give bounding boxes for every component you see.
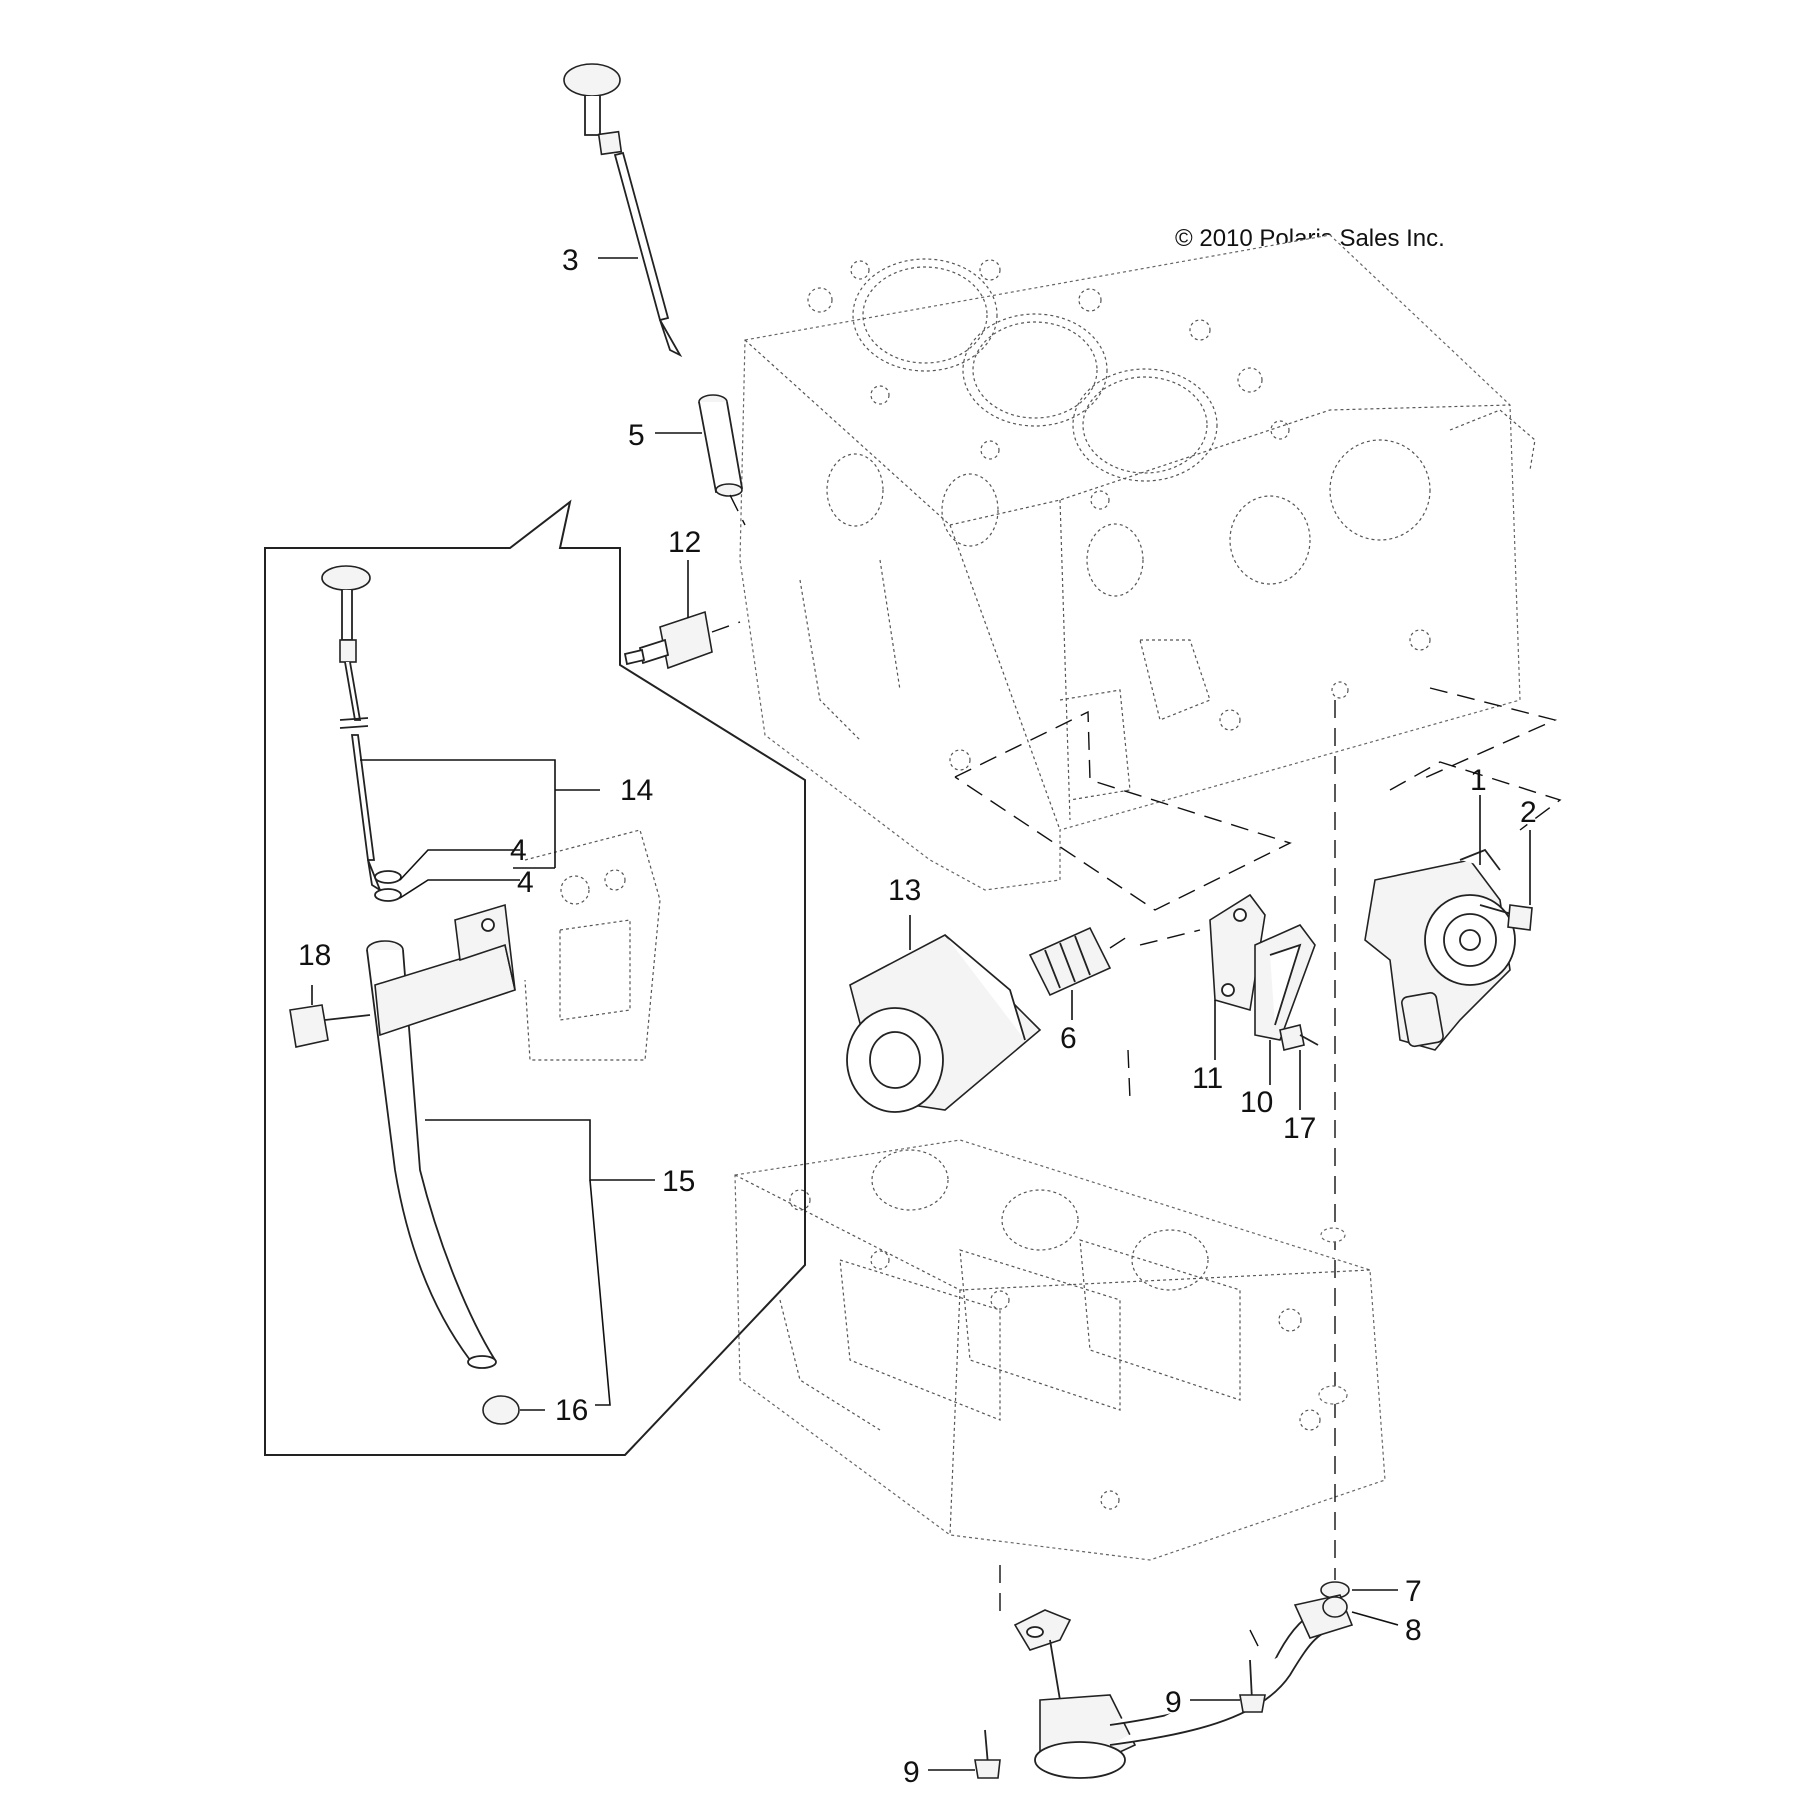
callout-11: 11 — [1192, 1062, 1223, 1095]
oil-strainer — [1013, 1594, 1354, 1779]
inset-block-detail — [524, 829, 661, 1061]
bolt-17 — [1279, 1024, 1319, 1051]
bolt-9-lower — [974, 1729, 1001, 1779]
oil-pressure-switch — [623, 610, 713, 670]
callout-18: 18 — [298, 939, 331, 972]
callout-13: 13 — [888, 874, 921, 907]
callout-16: 16 — [555, 1394, 588, 1427]
bolt-9-upper — [1239, 1659, 1266, 1713]
callout-1: 1 — [1470, 764, 1487, 797]
o-ring-4-lower — [374, 888, 402, 902]
callout-6: 6 — [1060, 1022, 1077, 1055]
callout-7: 7 — [1405, 1575, 1422, 1608]
dipstick-tube — [366, 903, 516, 1369]
callout-12: 12 — [668, 526, 701, 559]
leader-lines — [311, 257, 1531, 1771]
bolt-2 — [1479, 904, 1533, 931]
callout-10: 10 — [1240, 1086, 1273, 1119]
callout-8: 8 — [1405, 1614, 1422, 1647]
callout-9-upper: 9 — [1165, 1686, 1182, 1719]
callout-9-lower: 9 — [903, 1756, 920, 1789]
filter-nipple — [1028, 926, 1112, 997]
bolt-18 — [289, 1004, 371, 1048]
assembly-lines — [954, 687, 1562, 1651]
callout-14: 14 — [620, 774, 653, 807]
callout-labels: 3 5 12 14 4 4 18 15 16 13 6 11 10 17 1 2… — [298, 244, 1537, 1789]
dipstick-long — [321, 565, 382, 893]
o-ring-4-upper — [374, 870, 402, 884]
callout-3: 3 — [562, 244, 579, 277]
oil-filter — [846, 934, 1042, 1113]
callout-4-upper: 4 — [510, 834, 527, 867]
tube-cap — [482, 1395, 520, 1425]
inset-frame — [264, 499, 806, 1456]
dipstick-guide-sleeve — [698, 394, 744, 497]
dipstick — [563, 63, 683, 358]
callout-5: 5 — [628, 419, 645, 452]
plate-10 — [1254, 924, 1316, 1041]
upper-crankcase — [739, 234, 1536, 891]
callout-17: 17 — [1283, 1112, 1316, 1145]
lower-crankcase — [734, 1139, 1386, 1561]
oil-pump — [1364, 848, 1516, 1051]
callout-2: 2 — [1520, 796, 1537, 829]
callout-4-lower: 4 — [517, 866, 534, 899]
callout-15: 15 — [662, 1165, 695, 1198]
